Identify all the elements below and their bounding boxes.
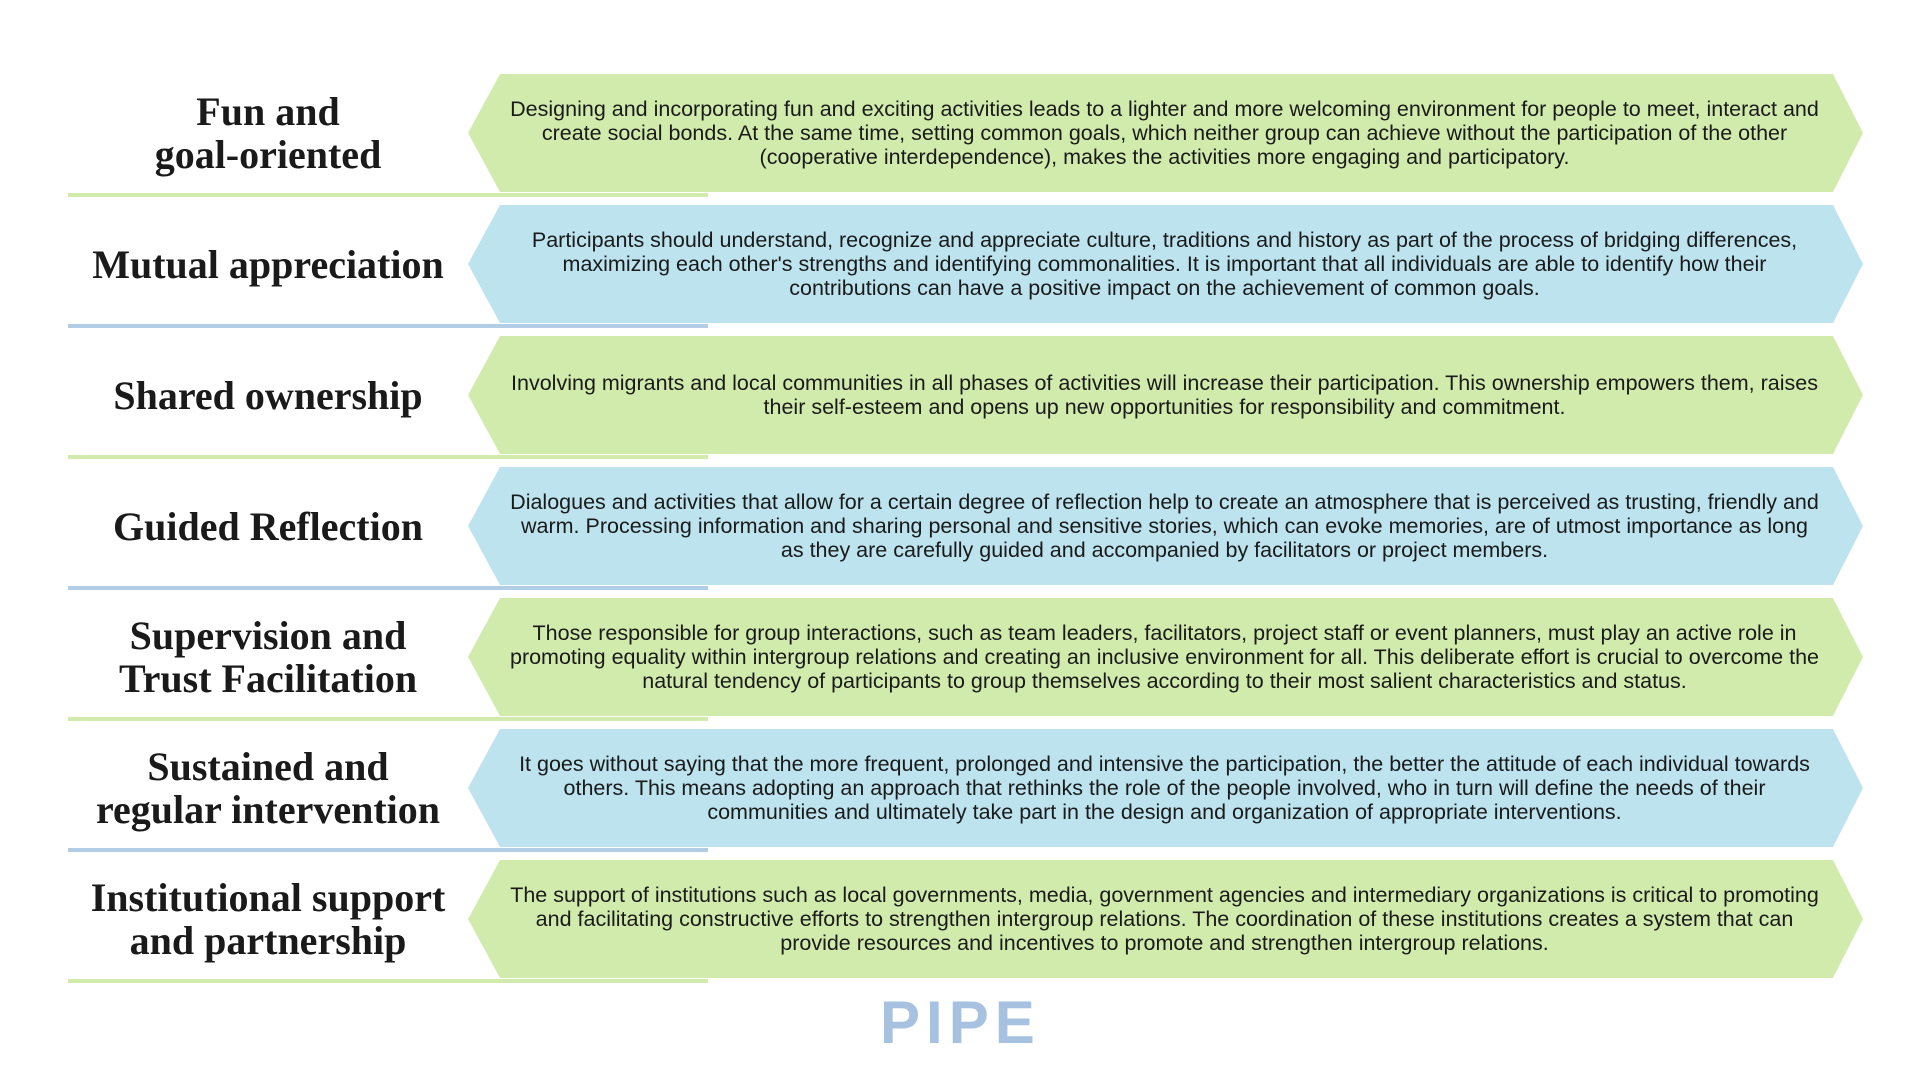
principle-row: Supervision and Trust Facilitation Those… bbox=[68, 598, 1863, 721]
principle-arrow: Involving migrants and local communities… bbox=[468, 336, 1863, 454]
row-divider bbox=[68, 848, 708, 852]
principle-label: Fun and goal-oriented bbox=[154, 89, 382, 177]
principle-row: Sustained and regular intervention It go… bbox=[68, 729, 1863, 852]
principle-label-wrap: Guided Reflection bbox=[68, 467, 468, 585]
principle-description: It goes without saying that the more fre… bbox=[519, 752, 1810, 824]
principle-label: Shared ownership bbox=[113, 372, 423, 418]
principle-label-wrap: Institutional support and partnership bbox=[68, 860, 468, 978]
logo-letter: P bbox=[948, 988, 991, 1056]
principle-arrow: It goes without saying that the more fre… bbox=[468, 729, 1863, 847]
principle-label: Supervision and Trust Facilitation bbox=[118, 613, 418, 701]
principle-description: Those responsible for group interactions… bbox=[509, 621, 1819, 693]
principle-label: Sustained and regular intervention bbox=[95, 744, 441, 832]
row-divider bbox=[68, 717, 708, 721]
principle-row: Institutional support and partnership Th… bbox=[68, 860, 1863, 983]
principle-description: Dialogues and activities that allow for … bbox=[510, 490, 1819, 562]
principle-label-wrap: Shared ownership bbox=[68, 336, 468, 454]
principle-description: Designing and incorporating fun and exci… bbox=[510, 97, 1819, 169]
principle-arrow: The support of institutions such as loca… bbox=[468, 860, 1863, 978]
row-divider bbox=[68, 193, 708, 197]
row-divider bbox=[68, 455, 708, 459]
principle-description: Involving migrants and local communities… bbox=[511, 371, 1818, 419]
principle-description: Participants should understand, recogniz… bbox=[531, 228, 1798, 300]
principle-label: Institutional support and partnership bbox=[90, 875, 446, 963]
principle-row: Mutual appreciation Participants should … bbox=[68, 205, 1863, 328]
principle-label: Guided Reflection bbox=[113, 503, 423, 549]
principle-label: Mutual appreciation bbox=[92, 241, 444, 287]
principle-row: Guided Reflection Dialogues and activiti… bbox=[68, 467, 1863, 590]
principle-label-wrap: Sustained and regular intervention bbox=[68, 729, 468, 847]
principle-description: The support of institutions such as loca… bbox=[510, 883, 1819, 955]
principle-label-wrap: Fun and goal-oriented bbox=[68, 74, 468, 192]
logo-letter: I bbox=[926, 988, 945, 1056]
pipe-logo: P I P E bbox=[880, 989, 1037, 1056]
row-divider bbox=[68, 586, 708, 590]
principle-label-wrap: Mutual appreciation bbox=[68, 205, 468, 323]
principle-arrow: Designing and incorporating fun and exci… bbox=[468, 74, 1863, 192]
row-divider bbox=[68, 324, 708, 328]
row-divider bbox=[68, 979, 708, 983]
principle-label-wrap: Supervision and Trust Facilitation bbox=[68, 598, 468, 716]
principles-diagram: Fun and goal-oriented Designing and inco… bbox=[68, 74, 1863, 983]
logo-letter: E bbox=[994, 988, 1037, 1056]
principle-row: Shared ownership Involving migrants and … bbox=[68, 336, 1863, 459]
principle-row: Fun and goal-oriented Designing and inco… bbox=[68, 74, 1863, 197]
logo-letter: P bbox=[880, 988, 923, 1056]
principle-arrow: Dialogues and activities that allow for … bbox=[468, 467, 1863, 585]
principle-arrow: Participants should understand, recogniz… bbox=[468, 205, 1863, 323]
principle-arrow: Those responsible for group interactions… bbox=[468, 598, 1863, 716]
